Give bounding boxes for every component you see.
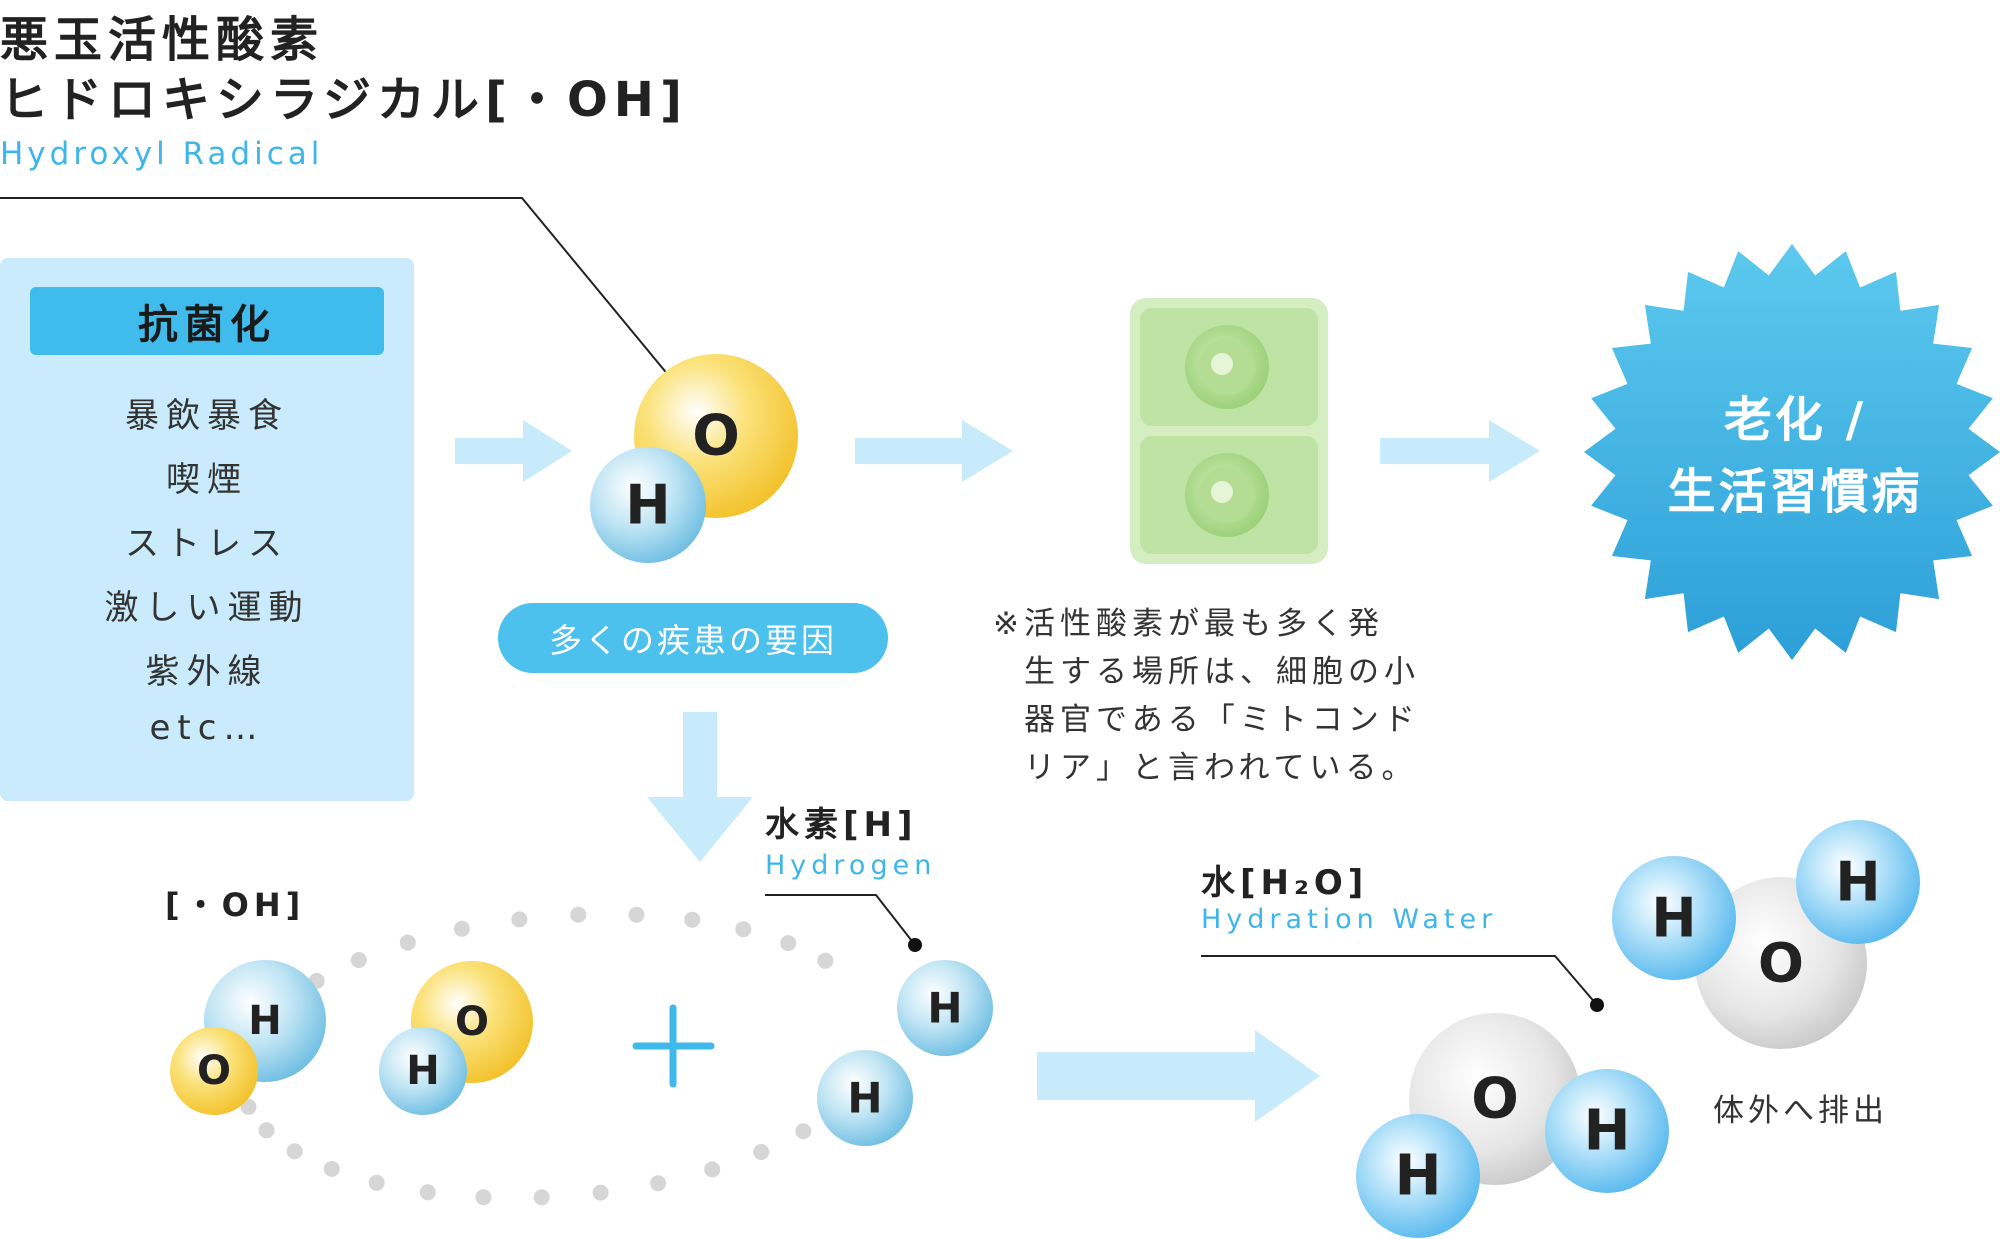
water2-hydrogen-left: [1612, 856, 1736, 980]
ellipse-dot: [368, 1174, 385, 1191]
ellipse-dot: [650, 1175, 667, 1192]
water2-hydrogen-right-label: H: [1835, 850, 1881, 914]
aging-starburst: [1584, 244, 2000, 660]
title-line-1: 悪玉活性酸素: [0, 12, 325, 68]
hydrogen-atom-1: [897, 960, 993, 1056]
radical2-hydrogen-label: H: [406, 1048, 440, 1094]
note-line: 器官である「ミトコンド: [1024, 702, 1420, 738]
ellipse-dot: [795, 1123, 812, 1140]
disease-cause-pill: 多くの疾患の要因: [498, 603, 888, 673]
ellipse-dot: [592, 1184, 609, 1201]
arrow-right-3: [1380, 420, 1540, 482]
ellipse-dot: [286, 1143, 303, 1160]
radical1-hydrogen-label: H: [248, 998, 282, 1044]
arrow-right-big: [1037, 1030, 1320, 1122]
excretion-label: 体外へ排出: [1713, 1093, 1888, 1129]
water2-oxygen-label: O: [1758, 931, 1804, 995]
ellipse-dot: [419, 1184, 436, 1201]
water2-hydrogen-left-label: H: [1651, 886, 1697, 950]
ellipse-dot: [735, 921, 752, 938]
oh-oxygen-label: O: [692, 403, 740, 469]
aging-text-line2: 生活習慣病: [1667, 464, 1923, 520]
ellipse-dot: [817, 952, 834, 969]
cause-item: etc…: [149, 708, 265, 748]
ellipse-dot: [258, 1122, 275, 1139]
oh-hydrogen-atom: [590, 447, 706, 563]
aging-text-line1: 老化 /: [1723, 392, 1867, 448]
ellipse-dot: [753, 1144, 770, 1160]
ellipse-dot: [704, 1161, 721, 1178]
hydrogen-atom-1-label: H: [927, 983, 963, 1033]
ellipse-dot: [240, 1098, 257, 1115]
water-leader-dot: [1590, 998, 1604, 1012]
hydrogen-leader-line: [765, 894, 916, 946]
causes-badge: 抗菌化: [30, 287, 384, 355]
ellipse-dot: [628, 906, 645, 923]
hydrogen-leader-dot: [908, 938, 922, 952]
cause-item: ストレス: [125, 524, 289, 564]
water1-hydrogen-left: [1356, 1114, 1480, 1238]
cause-item: 紫外線: [145, 652, 269, 692]
arrow-right-1: [455, 420, 572, 482]
ellipse-dot: [399, 934, 416, 951]
ellipse-dot: [323, 1160, 340, 1177]
plus-sign: [632, 1004, 715, 1088]
ellipse-dot: [453, 920, 470, 937]
dotted-ellipse: [240, 906, 834, 1206]
ellipse-dot: [780, 935, 797, 952]
hydrogen-label: 水素[H]: [765, 805, 918, 845]
water2-hydrogen-right: [1796, 820, 1920, 944]
cell-illustration: [1130, 298, 1328, 564]
title-english: Hydroxyl Radical: [0, 136, 324, 172]
cause-item: 喫煙: [166, 460, 248, 500]
hydrogen-english-label: Hydrogen: [765, 850, 937, 881]
water1-hydrogen-right-label: H: [1583, 1098, 1631, 1164]
cause-item: 激しい運動: [104, 588, 310, 628]
water1-hydrogen-right: [1545, 1069, 1669, 1193]
water-english-label: Hydration Water: [1201, 904, 1498, 935]
ellipse-dot: [533, 1189, 550, 1206]
ellipse-dot: [684, 911, 701, 928]
arrow-right-2: [855, 420, 1013, 482]
title-line-2: ヒドロキシラジカル[・OH]: [0, 72, 688, 128]
water1-hydrogen-left-label: H: [1394, 1143, 1442, 1209]
water-label: 水[H₂O]: [1201, 863, 1369, 903]
radical1-oxygen-atom: [170, 1027, 258, 1115]
radical2-oxygen-label: O: [454, 999, 490, 1045]
water1-oxygen-label: O: [1471, 1066, 1519, 1132]
title-leader-line: [0, 197, 689, 400]
hydrogen-atom-2: [817, 1050, 913, 1146]
ellipse-dot: [570, 906, 587, 923]
cause-item: 暴飲暴食: [125, 396, 289, 436]
radical1-oxygen-label: O: [196, 1048, 232, 1094]
oh-hydrogen-label: H: [625, 473, 671, 537]
ellipse-dot: [511, 911, 528, 928]
radical2-hydrogen-atom: [379, 1027, 467, 1115]
hydrogen-atom-2-label: H: [847, 1073, 883, 1123]
note-line: 生する場所は、細胞の小: [1024, 654, 1420, 690]
note-line: リア」と言われている。: [1024, 750, 1418, 786]
arrow-down: [647, 712, 753, 862]
water-leader-line: [1201, 955, 1598, 1006]
note-line: ※活性酸素が最も多く発: [993, 606, 1384, 642]
ellipse-dot: [475, 1189, 492, 1206]
ellipse-dot: [350, 952, 367, 968]
radical-label: [・OH]: [165, 886, 306, 924]
